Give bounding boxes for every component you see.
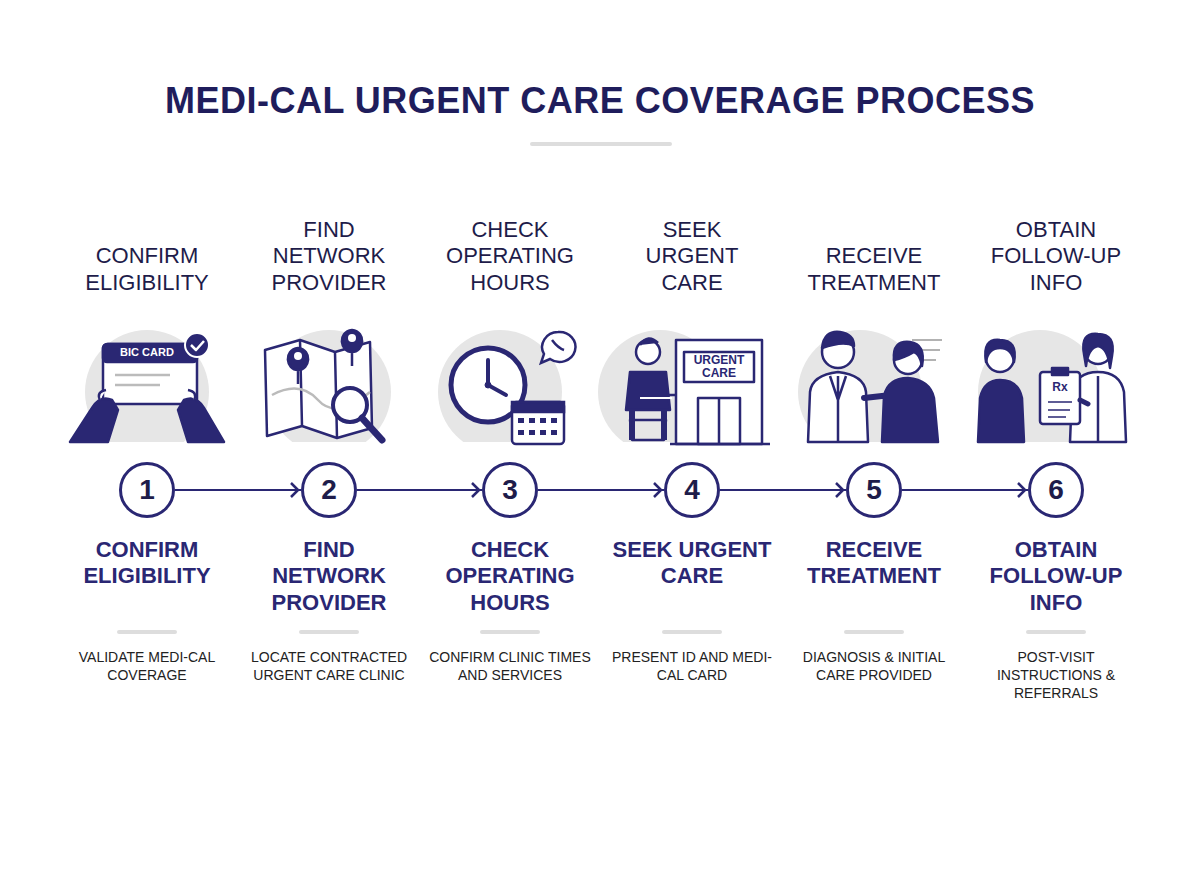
step-number: 3 xyxy=(502,474,518,506)
doctor-patient-icon xyxy=(808,332,942,442)
step-title: CONFIRM ELIGIBILITY xyxy=(67,537,227,590)
step-connector xyxy=(720,483,846,497)
step-connector xyxy=(175,483,301,497)
step-heading: FIND NETWORK PROVIDER xyxy=(262,217,397,296)
step-description: POST-VISIT INSTRUCTIONS & REFERRALS xyxy=(970,648,1142,703)
step-connector xyxy=(357,483,482,497)
step-number-circle: 5 xyxy=(846,462,902,518)
step-description: PRESENT ID AND MEDI-CAL CARD xyxy=(606,648,778,684)
step-connector xyxy=(538,483,664,497)
step-number: 6 xyxy=(1048,474,1064,506)
icon-backgrounds xyxy=(85,330,1102,442)
step-heading: CHECK OPERATING HOURS xyxy=(443,217,578,296)
step-title: RECEIVE TREATMENT xyxy=(794,537,954,590)
rx-text: Rx xyxy=(1052,380,1067,394)
step-description: LOCATE CONTRACTED URGENT CARE CLINIC xyxy=(243,648,415,684)
step-number: 5 xyxy=(866,474,882,506)
step-heading: CONFIRM ELIGIBILITY xyxy=(80,243,215,296)
step-title: OBTAIN FOLLOW-UP INFO xyxy=(976,537,1136,616)
heading-rules xyxy=(117,630,1086,634)
title-underline xyxy=(530,142,672,146)
card-text: BIC CARD xyxy=(120,346,174,358)
step-number-circle: 1 xyxy=(119,462,175,518)
clinic-icon xyxy=(626,338,770,444)
map-icon xyxy=(265,330,382,440)
step-number-circle: 6 xyxy=(1028,462,1084,518)
step-title: SEEK URGENT CARE xyxy=(612,537,772,590)
step-title: CHECK OPERATING HOURS xyxy=(430,537,590,616)
step-number-circle: 4 xyxy=(664,462,720,518)
clock-icon xyxy=(451,332,576,444)
step-heading: RECEIVE TREATMENT xyxy=(807,243,942,296)
step-description: DIAGNOSIS & INITIAL CARE PROVIDED xyxy=(788,648,960,684)
step-description: VALIDATE MEDI-CAL COVERAGE xyxy=(61,648,233,684)
step-heading: SEEK URGENT CARE xyxy=(625,217,760,296)
step-number: 4 xyxy=(684,474,700,506)
step-heading: OBTAIN FOLLOW-UP INFO xyxy=(989,217,1124,296)
diagram-title: MEDI-CAL URGENT CARE COVERAGE PROCESS xyxy=(165,80,1035,122)
step-connector xyxy=(902,483,1028,497)
follow-up-icon xyxy=(978,334,1126,442)
card-icon xyxy=(70,333,224,442)
step-number: 2 xyxy=(321,474,337,506)
step-number-circle: 2 xyxy=(301,462,357,518)
step-number: 1 xyxy=(139,474,155,506)
step-description: CONFIRM CLINIC TIMES AND SERVICES xyxy=(424,648,596,684)
sign-text: URGENT CARE xyxy=(684,354,754,380)
step-number-circle: 3 xyxy=(482,462,538,518)
step-title: FIND NETWORK PROVIDER xyxy=(249,537,409,616)
